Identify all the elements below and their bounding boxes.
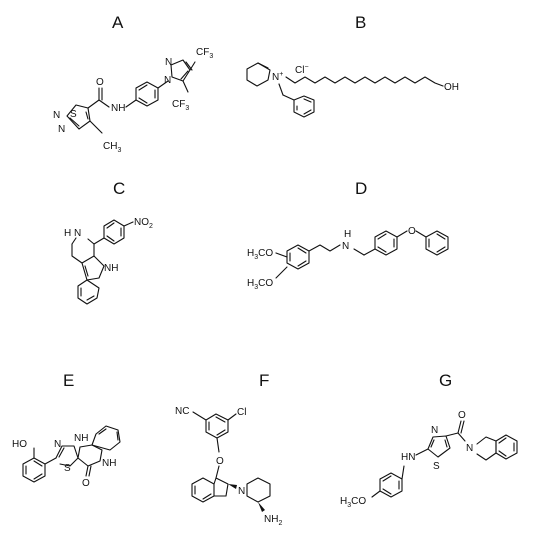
atom-a-n2: N bbox=[58, 124, 65, 135]
panel-e: E HO N NH S NH O bbox=[12, 371, 121, 489]
atom-b-oh: OH bbox=[444, 82, 459, 93]
atom-g-h3co: H3CO bbox=[340, 496, 366, 509]
atom-a-s: S bbox=[70, 109, 77, 120]
structure-a bbox=[66, 59, 196, 134]
atom-e-n: N bbox=[54, 439, 61, 450]
atom-c-n: N bbox=[74, 228, 81, 239]
atom-b-n: N+ bbox=[272, 71, 283, 83]
atom-d-n: N bbox=[342, 241, 349, 252]
panel-label-e: E bbox=[63, 371, 74, 390]
panel-label-a: A bbox=[112, 13, 124, 32]
panel-c: C N H NH NO2 bbox=[64, 179, 153, 305]
atom-a-ch3: CH3 bbox=[103, 141, 121, 154]
atom-f-nc: NC bbox=[175, 406, 189, 417]
panel-a: A S bbox=[53, 13, 213, 154]
atom-a-pz-n2: N bbox=[165, 57, 172, 68]
atom-g-o: O bbox=[458, 410, 466, 421]
atom-g-hn: HN bbox=[401, 452, 415, 463]
panel-label-g: G bbox=[439, 371, 452, 390]
atom-d-h3co-bot: H3CO bbox=[247, 278, 273, 291]
structure-d bbox=[275, 230, 449, 279]
atom-f-nh2: NH2 bbox=[264, 514, 282, 527]
atom-c-nh: NH bbox=[104, 263, 118, 274]
structure-g bbox=[371, 420, 518, 498]
atom-g-s: S bbox=[433, 461, 440, 472]
atom-d-h: H bbox=[344, 229, 351, 240]
panel-label-d: D bbox=[355, 179, 367, 198]
atom-b-cl: Cl− bbox=[295, 64, 309, 76]
atom-c-h: H bbox=[64, 228, 71, 239]
panel-d: D H3CO H3CO H bbox=[247, 179, 449, 291]
panel-label-c: C bbox=[113, 179, 125, 198]
atom-f-o: O bbox=[216, 456, 224, 467]
panel-label-b: B bbox=[355, 13, 366, 32]
atom-a-cf3-bot: CF3 bbox=[172, 99, 189, 112]
atom-e-ho: HO bbox=[12, 439, 27, 450]
atom-a-pz-n1: N bbox=[164, 75, 171, 86]
structure-e bbox=[22, 425, 121, 483]
structure-b bbox=[246, 62, 444, 118]
atom-d-h3co-top: H3CO bbox=[247, 248, 273, 261]
atom-a-cf3-top: CF3 bbox=[196, 47, 213, 60]
atom-e-o: O bbox=[82, 478, 90, 489]
atom-f-n: N bbox=[238, 486, 245, 497]
atom-g-n-thiq: N bbox=[466, 443, 473, 454]
atom-e-nh: NH bbox=[74, 433, 88, 444]
atom-d-o: O bbox=[408, 226, 416, 237]
atom-c-no2: NO2 bbox=[134, 217, 153, 230]
panel-g: G HN N S O bbox=[340, 371, 518, 509]
atom-e-nh-indole: NH bbox=[102, 458, 116, 469]
structure-c bbox=[71, 219, 134, 305]
panel-f: F NC Cl O N NH2 bbox=[175, 371, 282, 527]
panel-label-f: F bbox=[259, 371, 269, 390]
atom-a-nh: NH bbox=[111, 103, 125, 114]
atom-f-cl: Cl bbox=[237, 407, 246, 418]
atom-g-n-thz: N bbox=[431, 425, 438, 436]
atom-a-n1: N bbox=[53, 110, 60, 121]
panel-b: B N+ Cl− OH bbox=[246, 13, 459, 118]
structure-f bbox=[191, 411, 271, 512]
atom-a-o: O bbox=[96, 77, 104, 88]
atom-e-s: S bbox=[64, 463, 71, 474]
